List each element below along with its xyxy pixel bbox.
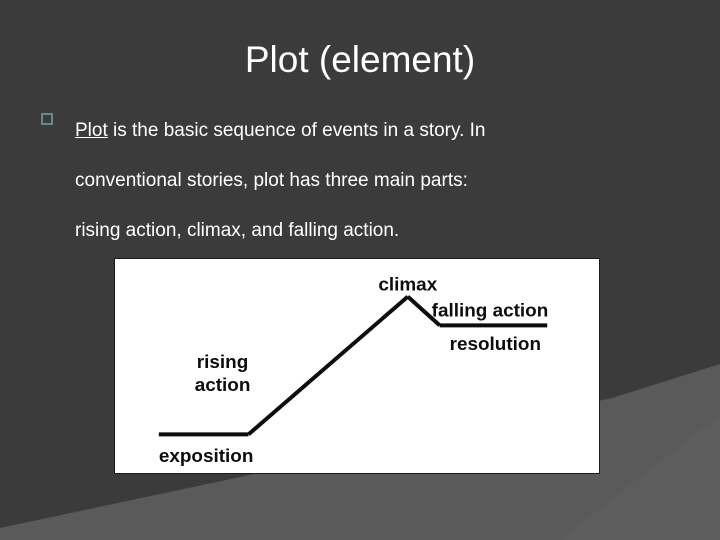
plot-structure-diagram: exposition rising action climax falling …: [114, 258, 600, 474]
page-title: Plot (element): [244, 39, 476, 80]
bullet-line-3: rising action, climax, and falling actio…: [75, 220, 400, 241]
label-climax: climax: [378, 274, 437, 295]
falling-action-line: [406, 295, 441, 327]
label-resolution: resolution: [450, 333, 541, 354]
bullet-line-1: Plot is the basic sequence of events in …: [75, 106, 658, 156]
label-rising-action-line2: action: [195, 374, 251, 395]
label-falling-action: falling action: [432, 300, 549, 321]
label-exposition: exposition: [159, 445, 254, 466]
hollow-square-bullet-icon: [41, 113, 53, 125]
bullet-line-1-rest: is the basic sequence of events in a sto…: [107, 120, 486, 141]
bullet-line-2: conventional stories, plot has three mai…: [75, 170, 468, 191]
emphasis-word: Plot: [75, 120, 108, 141]
plot-diagram-svg: exposition rising action climax falling …: [158, 274, 549, 466]
list-item: Plot is the basic sequence of events in …: [38, 106, 658, 256]
content-body: Plot is the basic sequence of events in …: [38, 106, 658, 256]
rising-action-line: [247, 295, 410, 436]
label-rising-action-line1: rising: [197, 351, 248, 372]
